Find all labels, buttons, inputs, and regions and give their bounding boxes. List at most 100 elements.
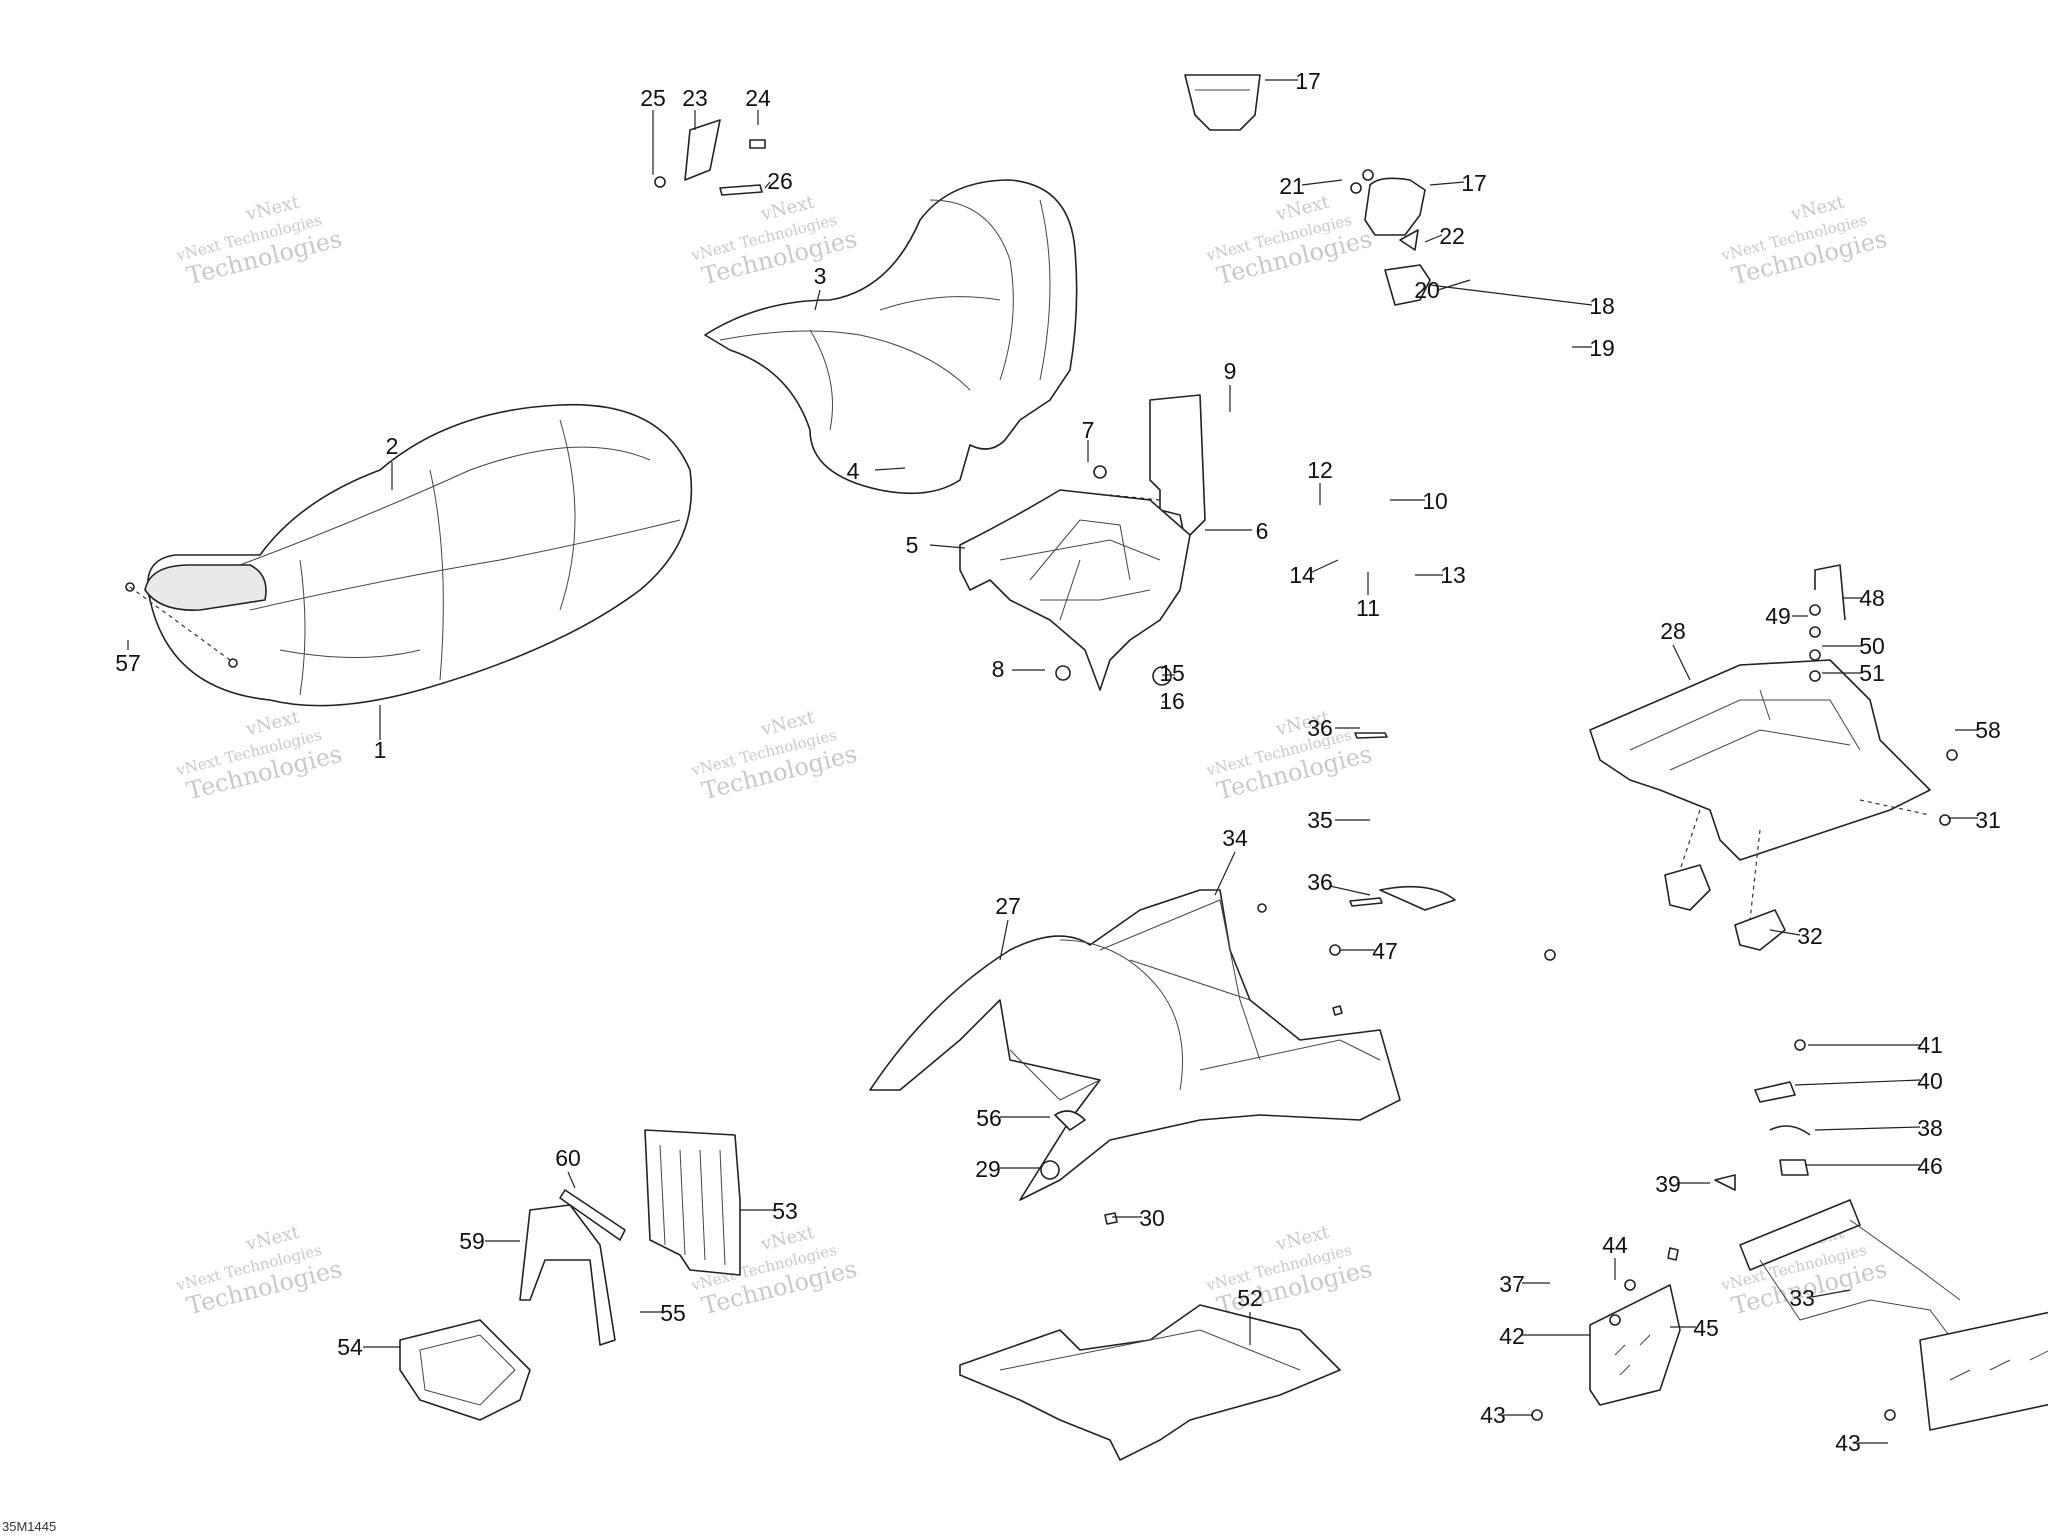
callout-leader-17b [1429,181,1465,186]
callout-leader-5 [929,544,966,549]
callout-leader-20 [1437,279,1471,291]
callout-4: 4 [847,458,860,484]
callout-11: 11 [1356,595,1380,621]
callout-54: 54 [337,1334,363,1360]
callout-50: 50 [1859,633,1885,659]
callout-27: 27 [995,893,1021,919]
callout-leader-18 [1429,284,1593,306]
callout-leader-38 [1814,1126,1921,1131]
callout-leader-40 [1794,1079,1921,1086]
callout-32: 32 [1797,923,1823,949]
callout-2: 2 [386,433,399,459]
callout-51: 51 [1859,660,1885,686]
callout-55: 55 [660,1300,686,1326]
callout-leader-32 [1769,929,1801,936]
callout-leader-4 [874,467,906,471]
callout-22: 22 [1439,223,1465,249]
callout-leader-21 [1301,179,1343,186]
callout-12: 12 [1307,457,1333,483]
callout-36: 36 [1307,715,1333,741]
battery-tray-drawing [399,1129,741,1421]
callout-leader-22 [1424,234,1443,243]
callout-28: 28 [1660,618,1686,644]
callout-34: 34 [1222,825,1248,851]
diagram-reference-code: 35M1445 [2,1519,57,1534]
callout-44: 44 [1602,1232,1628,1258]
callout-5: 5 [906,532,919,558]
callout-48: 48 [1859,585,1885,611]
callout-45: 45 [1693,1315,1719,1341]
callout-15: 15 [1159,660,1185,686]
callout-1: 1 [374,737,387,763]
rear-body-drawing [869,889,1401,1201]
callout-25: 25 [640,85,666,111]
callout-60: 60 [555,1145,581,1171]
seat-assembly-drawing [144,403,693,707]
callout-35: 35 [1307,807,1333,833]
callout-leader-60 [567,1171,576,1189]
callout-59: 59 [459,1228,485,1254]
callout-10: 10 [1422,488,1448,514]
callout-26: 26 [767,168,793,194]
callout-49: 49 [1765,603,1791,629]
callout-56: 56 [976,1105,1002,1131]
callout-43: 43 [1480,1402,1506,1428]
callout-41: 41 [1917,1032,1943,1058]
callout-leader-3 [814,289,821,311]
callout-39: 39 [1655,1171,1681,1197]
callout-29: 29 [975,1156,1001,1182]
fasteners-drawing [125,119,1958,1421]
callout-leader-27 [999,919,1009,961]
callout-8: 8 [992,656,1005,682]
callout-21: 21 [1279,173,1305,199]
plate-drawing [1109,394,1206,541]
callout-13: 13 [1440,562,1466,588]
callout-58: 58 [1975,717,2001,743]
callout-leader-28 [1672,644,1691,681]
callout-47: 47 [1372,938,1398,964]
callout-37: 37 [1499,1271,1525,1297]
callout-leader-34 [1214,851,1236,896]
callout-43b: 43 [1835,1430,1861,1456]
callout-19: 19 [1589,335,1615,361]
callout-14: 14 [1289,562,1315,588]
callout-36b: 36 [1307,869,1333,895]
callout-23: 23 [682,85,708,111]
callout-38: 38 [1917,1115,1943,1141]
callout-20: 20 [1414,277,1440,303]
callout-18: 18 [1589,293,1615,319]
callout-7: 7 [1082,417,1095,443]
callout-leader-33 [1811,1289,1851,1298]
seat-cover-drawing [704,179,1078,495]
callout-17: 17 [1295,68,1321,94]
callout-3: 3 [814,263,827,289]
callout-40: 40 [1917,1068,1943,1094]
callout-30: 30 [1139,1205,1165,1231]
handle-drawing [1184,74,1431,306]
callout-leader-36b [1329,885,1371,896]
callout-53: 53 [772,1198,798,1224]
carrier-tray-drawing [1589,659,1931,951]
callout-leader-14 [1311,559,1339,573]
callout-17b: 17 [1461,170,1487,196]
callout-31: 31 [1975,807,2001,833]
rack-drawing [1739,1199,2048,1431]
callout-33: 33 [1789,1285,1815,1311]
callout-57: 57 [115,650,141,676]
callout-24: 24 [745,85,771,111]
callout-leader-26 [764,181,771,189]
callout-46: 46 [1917,1153,1943,1179]
floor-mat-drawing [959,1304,1341,1461]
callout-6: 6 [1256,518,1269,544]
callout-9: 9 [1224,358,1237,384]
mount-plate-drawing [1589,1284,1681,1406]
